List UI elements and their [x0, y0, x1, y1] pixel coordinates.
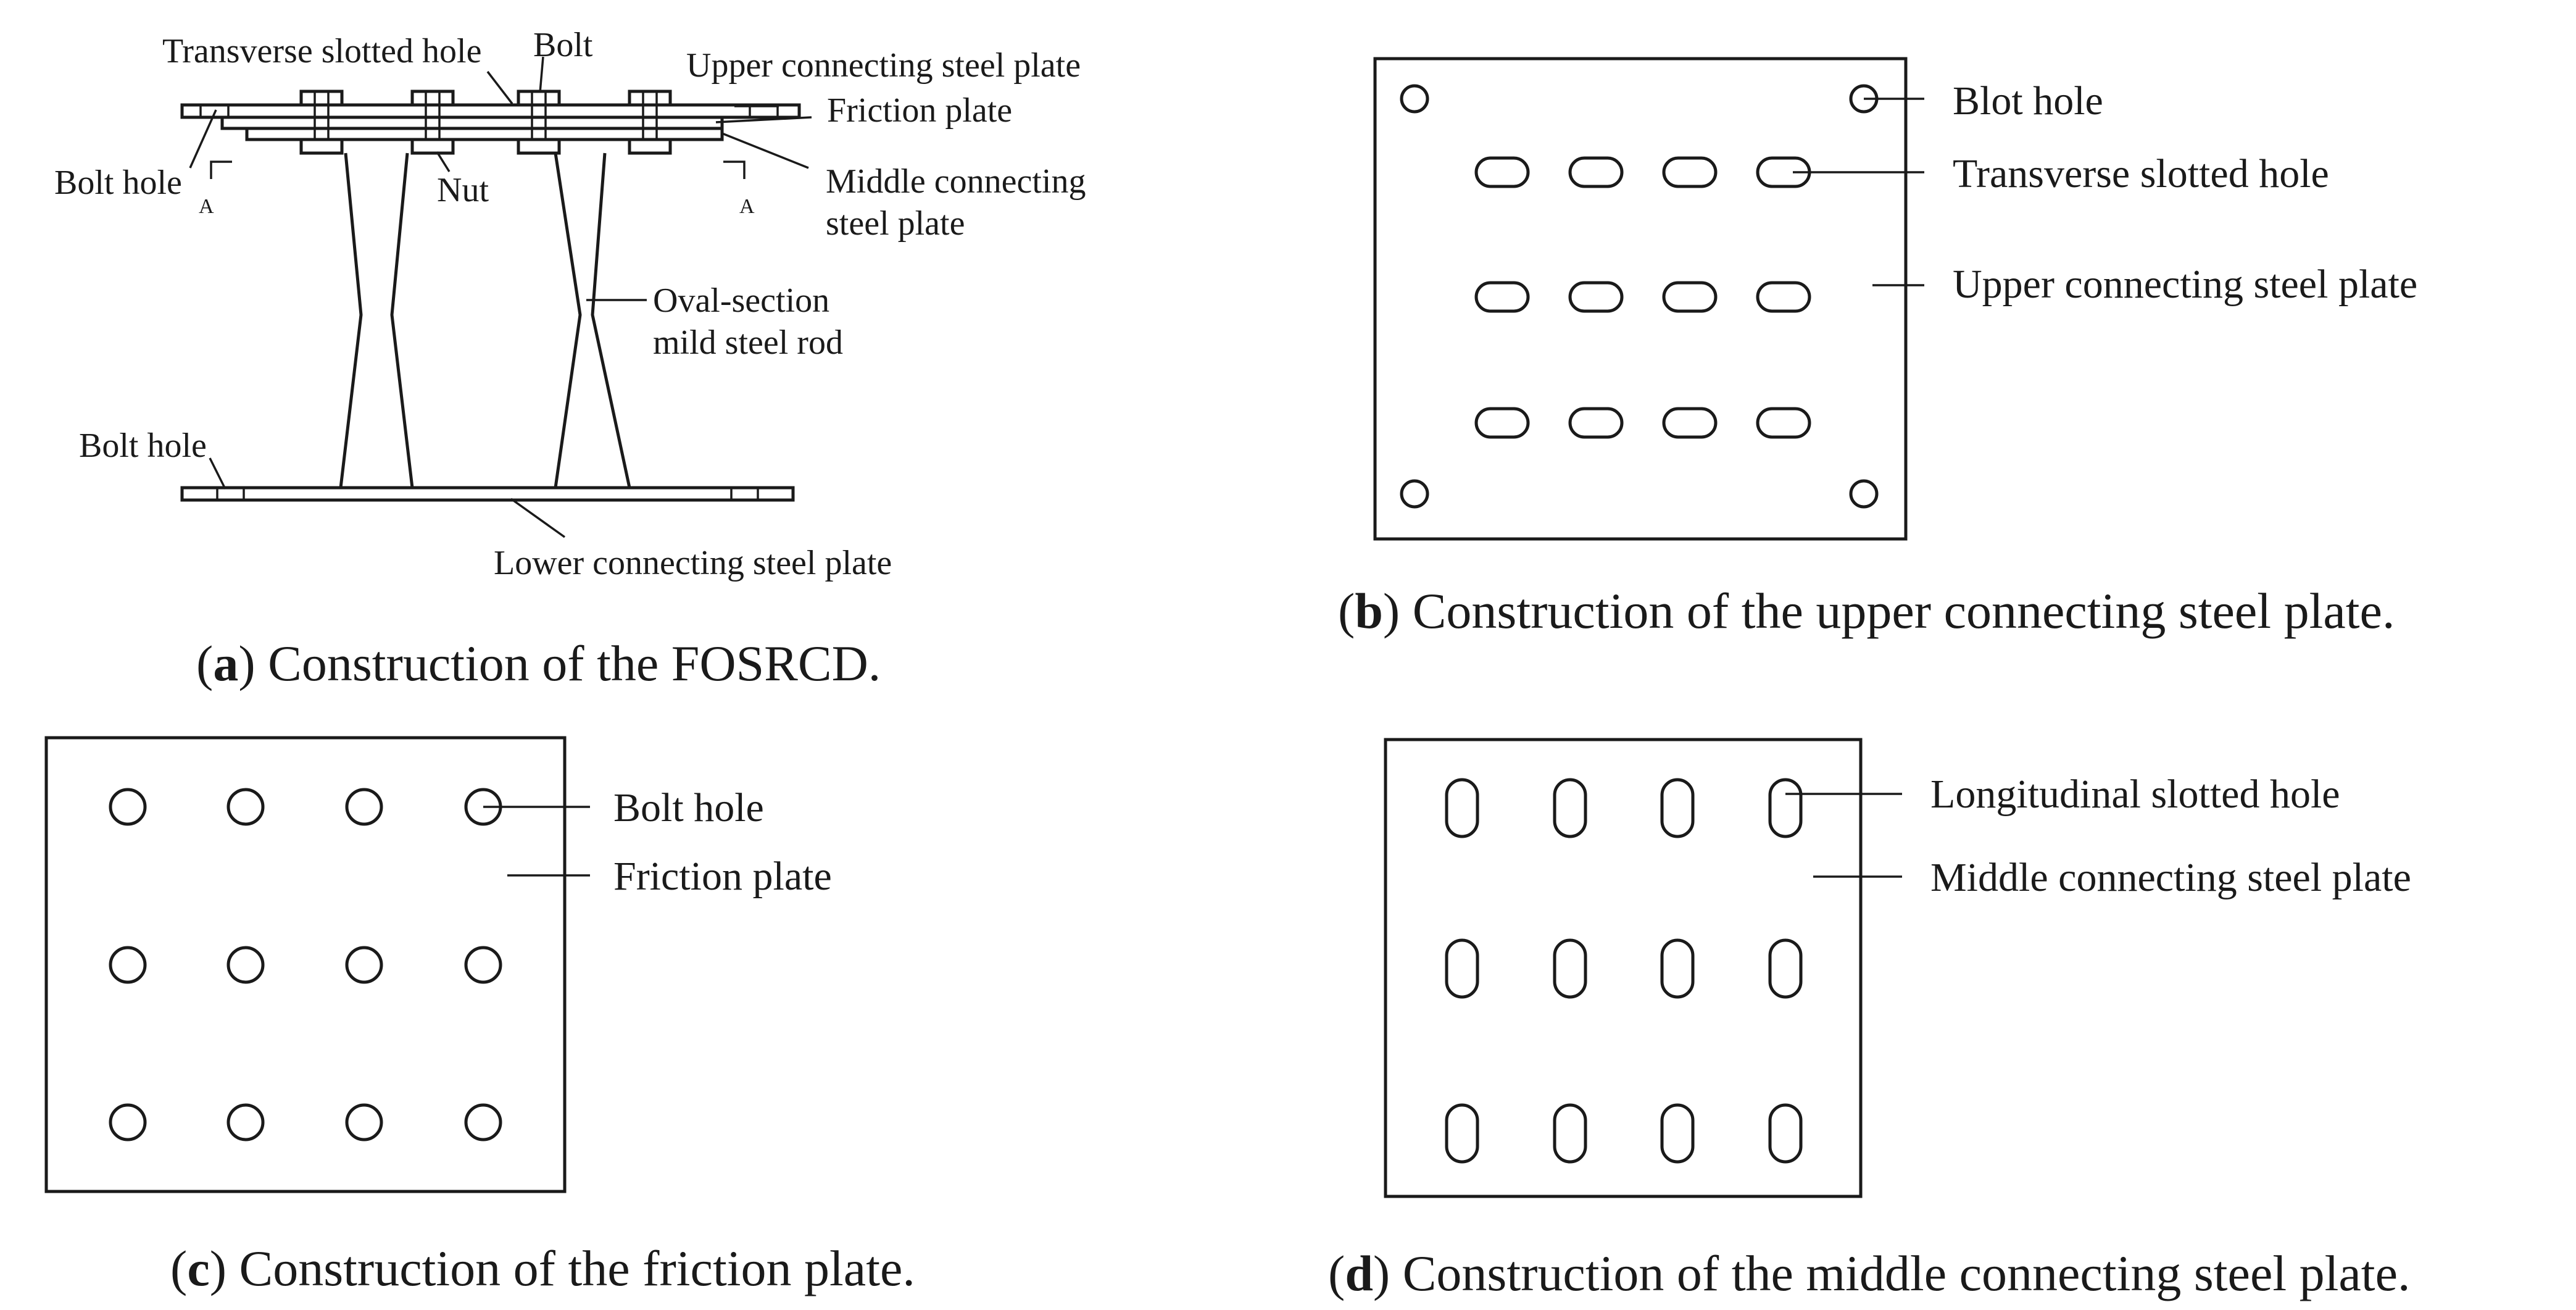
label-bolt: Bolt [533, 26, 593, 64]
friction-plate [220, 115, 724, 130]
bolt-hole [226, 1103, 265, 1141]
upper-plate-outline [1373, 57, 1908, 541]
leader-bolt [539, 56, 544, 93]
leader-transverse-slot [486, 70, 513, 105]
panel-c: Bolt hole Friction plate (c) Constructio… [44, 736, 915, 1296]
upper-connecting-plate [180, 103, 801, 119]
bolt-head [410, 90, 455, 107]
longitudinal-slot-grid [1445, 778, 1803, 1164]
label-transverse-slotted-hole-b: Transverse slotted hole [1953, 151, 2329, 196]
bolt-hole [109, 788, 147, 826]
bolt-hole-grid [109, 788, 502, 1141]
bolt-head [517, 90, 561, 107]
label-bolt-hole-bottom: Bolt hole [79, 427, 207, 465]
bolt-hole [345, 1103, 383, 1141]
transverse-slot [1662, 281, 1718, 313]
bolt-hole [109, 1103, 147, 1141]
panel-b: Blot hole Transverse slotted hole Upper … [1338, 57, 2417, 639]
bolt-hole [226, 946, 265, 984]
nut [299, 138, 344, 155]
transverse-slot [1474, 281, 1530, 313]
bolt-hole [226, 788, 265, 826]
leader-bolt-hole-top [189, 109, 217, 169]
nut [517, 138, 561, 155]
bolt-hole [345, 788, 383, 826]
nut [410, 138, 455, 155]
transverse-slot-grid [1474, 156, 1811, 439]
transverse-slot [1756, 407, 1811, 439]
longitudinal-slot [1768, 938, 1803, 999]
label-upper-plate-b: Upper connecting steel plate [1953, 262, 2417, 307]
leader-bolt-hole-bottom [209, 457, 226, 490]
leader-lower-plate [510, 498, 566, 538]
longitudinal-slot [1445, 1103, 1479, 1164]
middle-plate-outline [1384, 738, 1863, 1198]
lower-connecting-plate [180, 486, 795, 502]
longitudinal-slot [1553, 778, 1587, 838]
caption-a: (a) Construction of the FOSRCD. [196, 635, 881, 691]
transverse-slot [1756, 281, 1811, 313]
panel-d: Longitudinal slotted hole Middle connect… [1328, 738, 2411, 1301]
longitudinal-slot [1660, 778, 1695, 838]
caption-d: (d) Construction of the middle connectin… [1328, 1245, 2410, 1301]
bolt-hole [1849, 479, 1879, 509]
section-label-left: A [199, 195, 214, 218]
longitudinal-slot [1445, 938, 1479, 999]
transverse-slot [1662, 156, 1718, 188]
transverse-slot [1568, 156, 1624, 188]
leader-nut [436, 151, 451, 172]
label-middle-plate-d: Middle connecting steel plate [1930, 855, 2411, 900]
longitudinal-slot [1553, 938, 1587, 999]
section-mark-left [210, 161, 232, 179]
label-bolt-hole-top: Bolt hole [54, 164, 182, 202]
bolt-head [299, 90, 344, 107]
label-transverse-slotted-hole: Transverse slotted hole [162, 32, 481, 70]
section-mark-right [723, 161, 746, 179]
label-oval-rod-line1: Oval-section [653, 282, 829, 320]
label-middle-plate-line2: steel plate [826, 204, 965, 243]
label-bolt-hole-c: Bolt hole [613, 785, 764, 830]
label-friction-plate-c: Friction plate [613, 854, 832, 899]
bolt-hole [464, 946, 502, 984]
label-oval-rod-line2: mild steel rod [653, 323, 843, 362]
panel-a: A A Transverse slotted hole Bolt Upper c… [54, 26, 1086, 691]
bolt-group [299, 90, 672, 155]
friction-plate-outline [44, 736, 567, 1193]
transverse-slot [1474, 156, 1530, 188]
bolt-hole [345, 946, 383, 984]
longitudinal-slot [1768, 1103, 1803, 1164]
leader-friction-plate [715, 116, 812, 123]
label-nut: Nut [437, 171, 489, 209]
label-friction-plate: Friction plate [827, 91, 1012, 130]
middle-connecting-plate [245, 127, 724, 141]
label-longitudinal-slotted-hole: Longitudinal slotted hole [1930, 772, 2340, 817]
transverse-slot [1568, 281, 1624, 313]
bolt-hole [1400, 84, 1429, 114]
nut [628, 138, 672, 155]
caption-b: (b) Construction of the upper connecting… [1338, 583, 2395, 639]
bolt-head [628, 90, 672, 107]
longitudinal-slot [1768, 778, 1803, 838]
bolt-hole [109, 946, 147, 984]
oval-section-rods [339, 152, 631, 488]
longitudinal-slot [1445, 778, 1479, 838]
bolt-hole [464, 1103, 502, 1141]
transverse-slot [1662, 407, 1718, 439]
longitudinal-slot [1553, 1103, 1587, 1164]
transverse-slot [1474, 407, 1530, 439]
transverse-slot [1568, 407, 1624, 439]
leader-middle-plate [721, 132, 809, 169]
label-middle-plate-line1: Middle connecting [826, 162, 1086, 201]
label-lower-plate: Lower connecting steel plate [494, 544, 892, 582]
label-blot-hole: Blot hole [1953, 78, 2103, 123]
longitudinal-slot [1660, 938, 1695, 999]
bolt-hole [1400, 479, 1429, 509]
label-upper-plate: Upper connecting steel plate [686, 46, 1081, 85]
longitudinal-slot [1660, 1103, 1695, 1164]
caption-c: (c) Construction of the friction plate. [170, 1240, 915, 1296]
section-label-right: A [739, 195, 755, 218]
